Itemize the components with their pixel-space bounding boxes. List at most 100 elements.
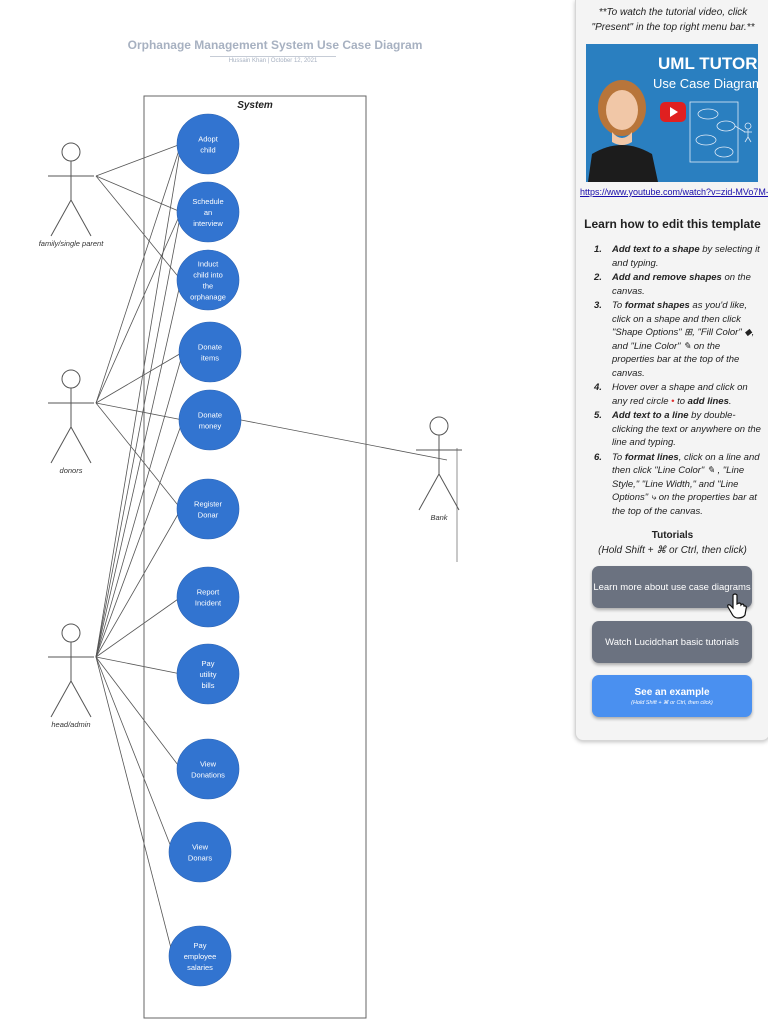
use-case-label: Donar bbox=[198, 511, 219, 520]
use-case-label: Donate bbox=[198, 411, 222, 420]
use-case-uc8[interactable]: Pay utility bills bbox=[176, 643, 240, 705]
association-line[interactable] bbox=[95, 419, 184, 658]
tutorials-heading: Tutorials bbox=[651, 530, 694, 541]
use-case-label: the bbox=[203, 282, 213, 291]
learn-more-button[interactable]: Learn more about use case diagrams bbox=[592, 566, 752, 608]
association-line[interactable] bbox=[95, 211, 182, 658]
association-line[interactable] bbox=[95, 211, 182, 404]
use-case-label: Adopt bbox=[198, 135, 219, 144]
use-case-label: utility bbox=[199, 670, 216, 679]
tutorial-video-link[interactable]: https://www.youtube.com/watch?v=zid-MVo7… bbox=[580, 187, 768, 197]
use-case-uc11[interactable]: Pay employee salaries bbox=[168, 925, 232, 987]
association-line[interactable] bbox=[95, 508, 182, 658]
association-line[interactable] bbox=[95, 402, 184, 421]
see-example-hint: (Hold Shift + ⌘ or Ctrl, then click) bbox=[631, 699, 713, 706]
document-title: Orphanage Management System Use Case Dia… bbox=[127, 38, 423, 52]
use-case-uc1[interactable]: Adopt child bbox=[176, 113, 240, 175]
tutorial-panel: **To watch the tutorial video, click "Pr… bbox=[575, 0, 768, 741]
see-example-label: See an example bbox=[634, 686, 710, 698]
association-line[interactable] bbox=[95, 351, 184, 404]
see-example-button[interactable]: See an example (Hold Shift + ⌘ or Ctrl, … bbox=[592, 675, 752, 717]
actor-label: family/single parent bbox=[39, 239, 105, 248]
use-case-label: salaries bbox=[187, 963, 213, 972]
use-case-label: Register bbox=[194, 500, 222, 509]
actor-bank[interactable]: Bank bbox=[416, 416, 462, 522]
hand-cursor-icon bbox=[727, 593, 747, 619]
use-case-uc5[interactable]: Donate money bbox=[178, 389, 242, 451]
use-case-label: interview bbox=[193, 219, 223, 228]
instruction-step: 2.Add and remove shapes on the canvas. bbox=[594, 272, 751, 297]
use-case-uc3[interactable]: Induct child into the orphanage bbox=[176, 249, 240, 311]
use-case-label: Incident bbox=[195, 599, 222, 608]
association-line[interactable] bbox=[95, 656, 182, 770]
association-line[interactable] bbox=[95, 175, 182, 281]
use-case-label: child into bbox=[193, 271, 223, 280]
instruction-step: 5.Add text to a line by double-clicking … bbox=[594, 410, 761, 448]
red-circle-icon: • bbox=[671, 395, 675, 407]
use-case-label: Induct bbox=[198, 260, 219, 269]
use-case-label: View bbox=[200, 760, 217, 769]
association-line[interactable] bbox=[240, 419, 448, 461]
use-case-label: items bbox=[201, 354, 219, 363]
actor-label: donors bbox=[60, 466, 83, 475]
use-case-sketch-icon bbox=[689, 101, 752, 163]
use-case-uc2[interactable]: Schedule an interview bbox=[176, 181, 240, 243]
tutorials-hint: (Hold Shift + ⌘ or Ctrl, then click) bbox=[598, 545, 747, 556]
use-case-label: money bbox=[199, 422, 222, 431]
watch-tutorials-button[interactable]: Watch Lucidchart basic tutorials bbox=[592, 621, 752, 663]
use-case-label: an bbox=[204, 208, 212, 217]
title-divider bbox=[210, 56, 336, 57]
instruction-step: 6.To format lines, click on a line and t… bbox=[594, 451, 760, 517]
tutorial-intro: **To watch the tutorial video, click "Pr… bbox=[591, 7, 755, 33]
use-case-label: bills bbox=[202, 681, 215, 690]
association-line[interactable] bbox=[95, 656, 182, 675]
association-line[interactable] bbox=[95, 351, 184, 658]
tutorial-video-thumbnail[interactable]: UML TUTORIAL Use Case Diagrams bbox=[586, 44, 758, 182]
association-line[interactable] bbox=[95, 402, 182, 510]
system-label: System bbox=[237, 100, 273, 111]
use-case-label: orphanage bbox=[190, 293, 226, 302]
use-case-label: View bbox=[192, 843, 209, 852]
instruction-step: 1.Add text to a shape by selecting it an… bbox=[594, 244, 760, 269]
use-case-label: Pay bbox=[194, 941, 207, 950]
use-case-uc4[interactable]: Donate items bbox=[178, 321, 242, 383]
use-case-label: Report bbox=[197, 588, 220, 597]
use-case-diagram-canvas: System family/single parent donors head/ad… bbox=[39, 95, 462, 1019]
system-boundary[interactable] bbox=[143, 95, 367, 1019]
video-title-line2: Use Case Diagrams bbox=[653, 76, 758, 91]
instruction-step: 4.Hover over a shape and click on any re… bbox=[594, 382, 748, 407]
use-case-label: Donate bbox=[198, 343, 222, 352]
association-line[interactable] bbox=[95, 175, 182, 213]
association-lines bbox=[95, 143, 458, 957]
presenter-image bbox=[588, 80, 658, 182]
association-line[interactable] bbox=[95, 143, 182, 404]
instruction-steps: 1.Add text to a shape by selecting it an… bbox=[594, 243, 764, 519]
actor-admin[interactable]: head/admin bbox=[48, 623, 94, 729]
actor-donors[interactable]: donors bbox=[48, 369, 94, 475]
actor-label: head/admin bbox=[51, 720, 90, 729]
association-line[interactable] bbox=[95, 143, 182, 658]
association-line[interactable] bbox=[95, 596, 182, 658]
use-case-label: Donars bbox=[188, 854, 212, 863]
association-line[interactable] bbox=[95, 656, 174, 853]
association-line[interactable] bbox=[95, 656, 174, 957]
edit-instructions-heading: Learn how to edit this template bbox=[584, 217, 761, 231]
play-icon[interactable] bbox=[660, 102, 686, 122]
actor-parent[interactable]: family/single parent bbox=[39, 142, 105, 248]
document-byline: Hussain Khan | October 12, 2021 bbox=[228, 58, 318, 64]
use-case-label: Donations bbox=[191, 771, 225, 780]
actors-layer: family/single parent donors head/admin Bank bbox=[39, 142, 462, 729]
actor-label: Bank bbox=[430, 513, 448, 522]
association-line[interactable] bbox=[95, 279, 182, 658]
use-case-label: employee bbox=[184, 952, 217, 961]
use-case-label: Schedule bbox=[192, 197, 223, 206]
use-case-label: child bbox=[200, 146, 215, 155]
use-case-label: Pay bbox=[202, 659, 215, 668]
association-line[interactable] bbox=[95, 143, 182, 177]
video-title-line1: UML TUTORIAL bbox=[658, 54, 758, 73]
